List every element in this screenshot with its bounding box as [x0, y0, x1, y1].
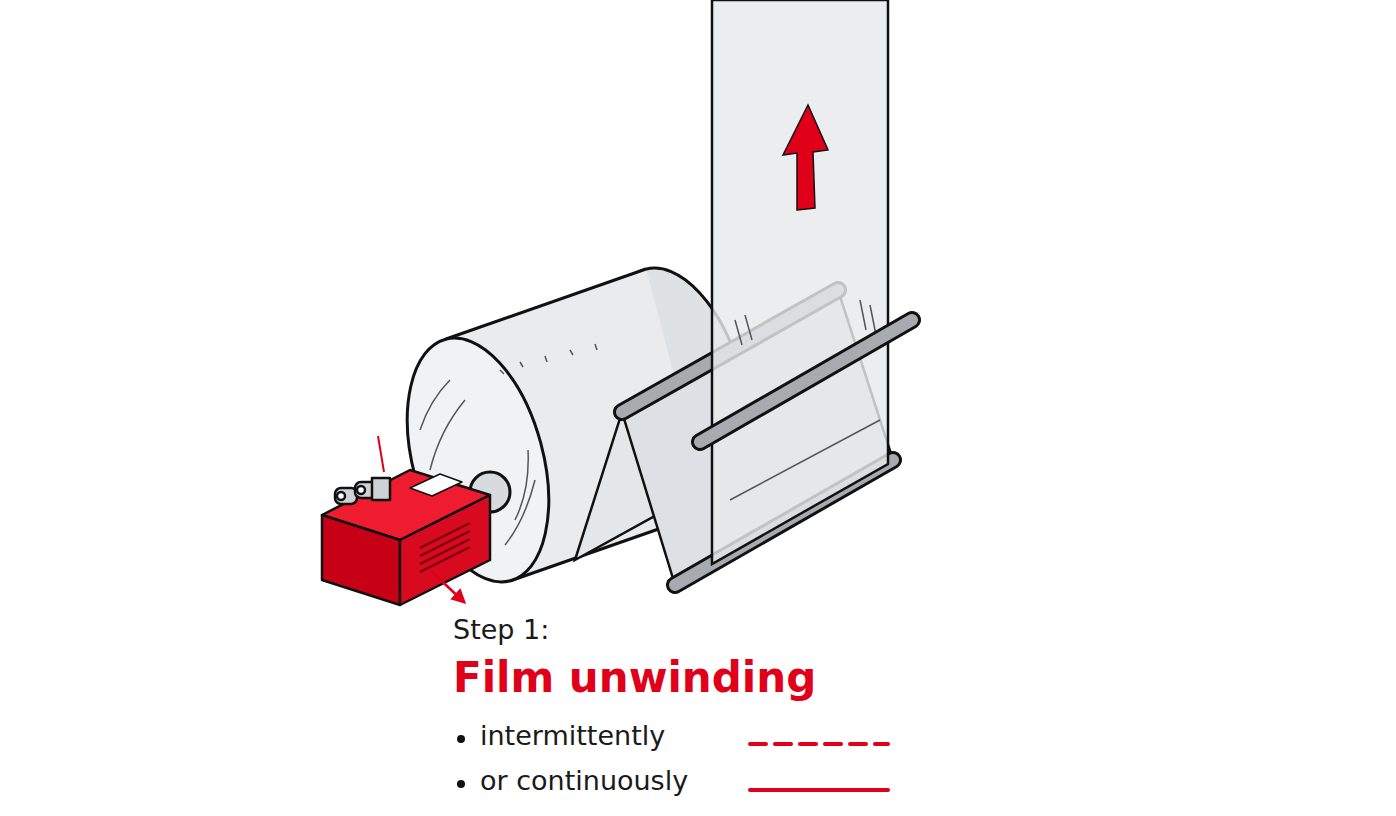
- rotation-arrow: [430, 570, 464, 602]
- bullet-dot: [457, 780, 465, 788]
- servo-motor: [322, 470, 490, 605]
- bullet-dot: [457, 735, 465, 743]
- legend-line-sample: [750, 788, 888, 792]
- film-web-vertical: [712, 0, 888, 564]
- legend-line-sample: [750, 742, 888, 746]
- direction-arrow: [783, 105, 828, 210]
- cable-line: [378, 436, 384, 472]
- step-title: Film unwinding: [453, 653, 816, 703]
- legend-text: or continuously: [480, 765, 688, 797]
- guide-roller-middle: [700, 320, 912, 442]
- step-label: Step 1:: [453, 614, 549, 646]
- legend-text: intermittently: [480, 720, 665, 752]
